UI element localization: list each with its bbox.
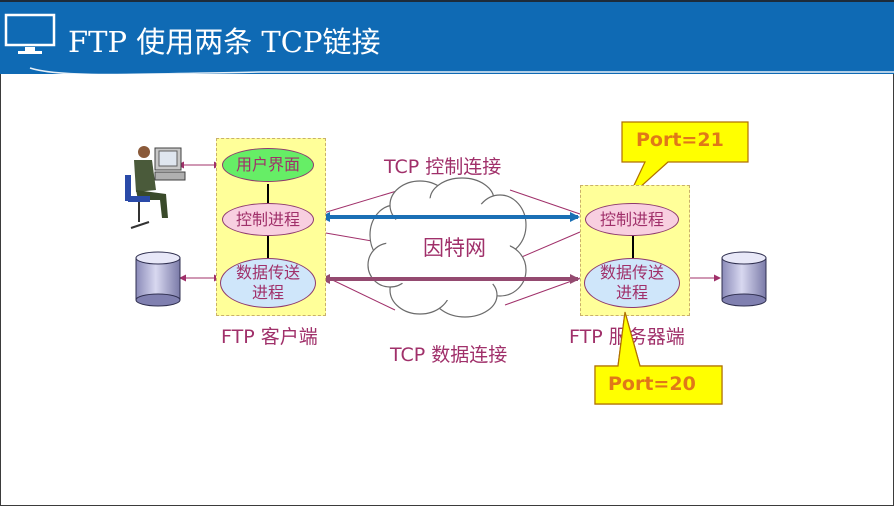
server-data-label: 数据传送 进程 [599, 263, 664, 302]
client-database-icon [135, 251, 181, 307]
network-label: 因特网 [423, 236, 486, 260]
header-swoosh [29, 67, 894, 76]
server-database-icon [721, 251, 767, 307]
port21-callout: Port=21 [636, 129, 724, 151]
server-caption: FTP 服务器端 [569, 326, 685, 348]
slide-title: FTP 使用两条 TCP链接 [68, 25, 381, 59]
client-caption: FTP 客户端 [221, 326, 318, 348]
client-control-process: 控制进程 [222, 203, 314, 236]
server-data-transfer-process: 数据传送 进程 [584, 258, 680, 308]
client-data-label: 数据传送 进程 [235, 263, 300, 302]
data-connection-label: TCP 数据连接 [390, 344, 508, 366]
server-control-process: 控制进程 [585, 203, 679, 236]
port21-callout-shape [621, 121, 749, 199]
monitor-icon [4, 13, 56, 54]
user-computer-icon [125, 146, 186, 229]
client-control-label: 控制进程 [235, 209, 300, 229]
slide-header: FTP 使用两条 TCP链接 [0, 0, 894, 76]
control-connection-label: TCP 控制连接 [384, 156, 502, 178]
port20-callout: Port=20 [608, 373, 696, 395]
server-control-label: 控制进程 [599, 209, 664, 229]
client-ui-label: 用户界面 [235, 155, 300, 174]
client-data-transfer-process: 数据传送 进程 [220, 258, 316, 308]
client-user-interface: 用户界面 [222, 148, 314, 182]
